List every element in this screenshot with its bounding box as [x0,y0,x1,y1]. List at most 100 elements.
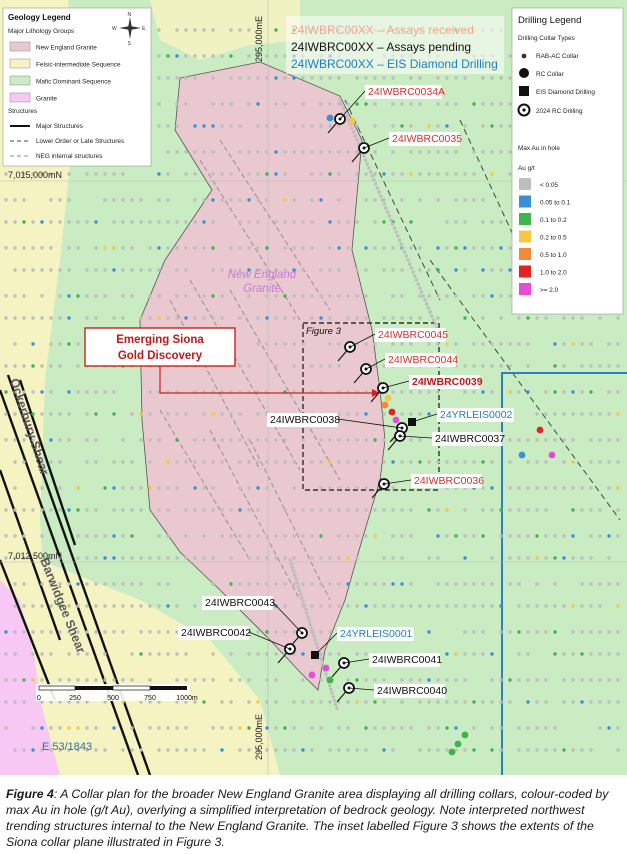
grade-label: 0.1 to 0.2 [540,217,567,224]
status-pending: 24IWBRC00XX – Assays pending [291,40,471,54]
collar-rab-ac-label: RAB-AC Collar [536,53,579,60]
collar-rc-label: RC Collar [536,71,565,78]
hole-24iwbrc0035: 24IWBRC0035 [351,132,462,163]
hole-label: 24IWBRC0040 [377,685,447,697]
compass-icon: N S E W [112,12,146,47]
grid-label-e-bottom: 295,000mE [254,714,264,760]
grade-swatch [519,178,531,190]
lithology-swatch [9,92,31,103]
hole-label: 24YRLEIS0002 [440,409,513,421]
lithology-label: Felsic-intermediate Sequence [36,62,121,69]
svg-text:E: E [142,26,146,32]
grade-label: 0.2 to 0.5 [540,235,567,242]
lithology-label: Mafic Dominant Sequence [36,79,111,86]
hole-label: 24YRLEIS0001 [340,628,413,640]
grade-label: 0.05 to 0.1 [540,200,571,207]
grade-swatch [519,195,531,208]
hole-24iwbrc0045: 24IWBRC0045 [337,328,448,362]
hole-24iwbrc0042: 24IWBRC0042 [178,626,296,664]
hole-label: 24IWBRC0045 [378,329,448,341]
collar-eis-label: EIS Diamond Drilling [536,89,595,96]
hole-24yrleis0001: 24YRLEIS0001 [311,627,414,659]
svg-text:Gold Discovery: Gold Discovery [118,350,203,362]
scale-tick-label: 0 [37,695,41,702]
figure-3-inset-box [302,322,440,491]
hole-24yrleis0002: 24YRLEIS0002 [408,408,514,426]
geology-legend-title: Geology Legend [8,13,71,22]
grade-unit: Au g/t [518,165,535,172]
hole-label: 24IWBRC0037 [435,433,505,445]
hole-label: 24IWBRC0035 [392,133,462,145]
status-eis: 24IWBRC00XX – EIS Diamond Drilling [291,57,498,71]
hole-24iwbrc0039: 24IWBRC0039 [370,375,483,403]
caption-text: : A Collar plan for the broader New Engl… [6,787,609,849]
scale-tick-label: 500 [107,695,119,702]
structures-heading: Structures [8,108,37,115]
hole-24iwbrc0037: 24IWBRC0037 [387,430,505,451]
tenement-label: E 53/1843 [42,741,92,753]
hole-24iwbrc0041: 24IWBRC0041 [331,653,442,678]
granite-body [0,580,60,775]
grade-label: < 0.05 [540,182,558,189]
scale-tick-label: 250 [69,695,81,702]
scale-tick-label: 1000m [176,695,198,702]
lithology-swatch [9,75,31,86]
structure-major-label: Major Structures [36,123,83,130]
grade-label: >= 2.0 [540,287,559,294]
grade-label: 0.5 to 1.0 [540,252,567,259]
figure-caption: Figure 4: A Collar plan for the broader … [6,786,618,850]
grade-swatch [519,265,531,278]
hole-label: 24IWBRC0039 [412,376,483,388]
drill-holes: 24IWBRC0034A 24IWBRC0035 24IWBRC0045 24IWBR… [178,85,556,756]
grade-swatch [519,213,531,225]
svg-text:N: N [128,12,132,18]
figure-3-label: Figure 3 [306,326,342,337]
drilling-legend: Drilling Legend Drilling Collar Types RA… [511,7,624,315]
tenement-boundary [501,372,627,775]
structure-lower-label: Lower Order or Late Structures [36,138,124,145]
lithology-label: Granite [36,96,57,103]
grade-label: 1.0 to 2.0 [540,270,567,277]
grade-heading: Max Au in hole [518,145,560,152]
rab-ac-collars [4,28,620,752]
hole-24iwbrc0034a: 24IWBRC0034A [327,85,445,134]
grid-label-n-upper: 7,015,000mN [8,170,62,180]
grade-swatch [519,283,531,295]
lithology-swatch [9,58,31,69]
svg-text:S: S [128,41,132,47]
collar-2024-rc-label: 2024 RC Drilling [536,108,583,115]
collar-plan-map: 295,000mE 295,000mE 7,015,000mN 7,012,50… [0,0,627,775]
geology-groups-heading: Major Lithology Groups [8,28,74,35]
hole-label: 24IWBRC0043 [205,597,275,609]
svg-text:W: W [112,26,117,32]
grid-label-n-lower: 7,012,500mN [8,551,62,561]
hole-label: 24IWBRC0038 [270,414,340,426]
hole-24iwbrc0036: 24IWBRC0036 [371,474,484,499]
hole-24iwbrc0043: 24IWBRC0043 [202,596,308,648]
felsic-sequence-north [150,0,300,60]
hole-label: 24IWBRC0041 [372,654,442,666]
geology-legend: Geology Legend Major Lithology Groups Ne… [2,7,152,167]
grid-label-e-top: 295,000mE [254,16,264,62]
status-received: 24IWBRC00XX – Assays received [291,23,474,37]
hole-24iwbrc0040: 24IWBRC0040 [336,682,447,703]
hole-label: 24IWBRC0036 [414,475,484,487]
hole-label: 24IWBRC0042 [181,627,251,639]
hole-label: 24IWBRC0034A [368,86,445,98]
felsic-sequence-south [40,560,280,775]
discovery-callout: Emerging Siona Gold Discovery [84,327,380,397]
status-legend: 24IWBRC00XX – Assays received 24IWBRC00X… [286,16,504,74]
grade-swatch [519,230,531,243]
lithology-label: New England Granite [36,45,97,52]
svg-text:Emerging Siona: Emerging Siona [116,334,204,346]
hole-label: 24IWBRC0044 [388,354,458,366]
grade-swatch [519,248,531,260]
structure-neg-label: NEG internal structures [36,153,102,160]
lithology-swatch [9,41,31,52]
drilling-legend-title: Drilling Legend [518,15,581,26]
collar-types-heading: Drilling Collar Types [518,35,575,42]
caption-figure-label: Figure 4 [6,787,54,801]
new-england-granite-body [139,61,386,691]
